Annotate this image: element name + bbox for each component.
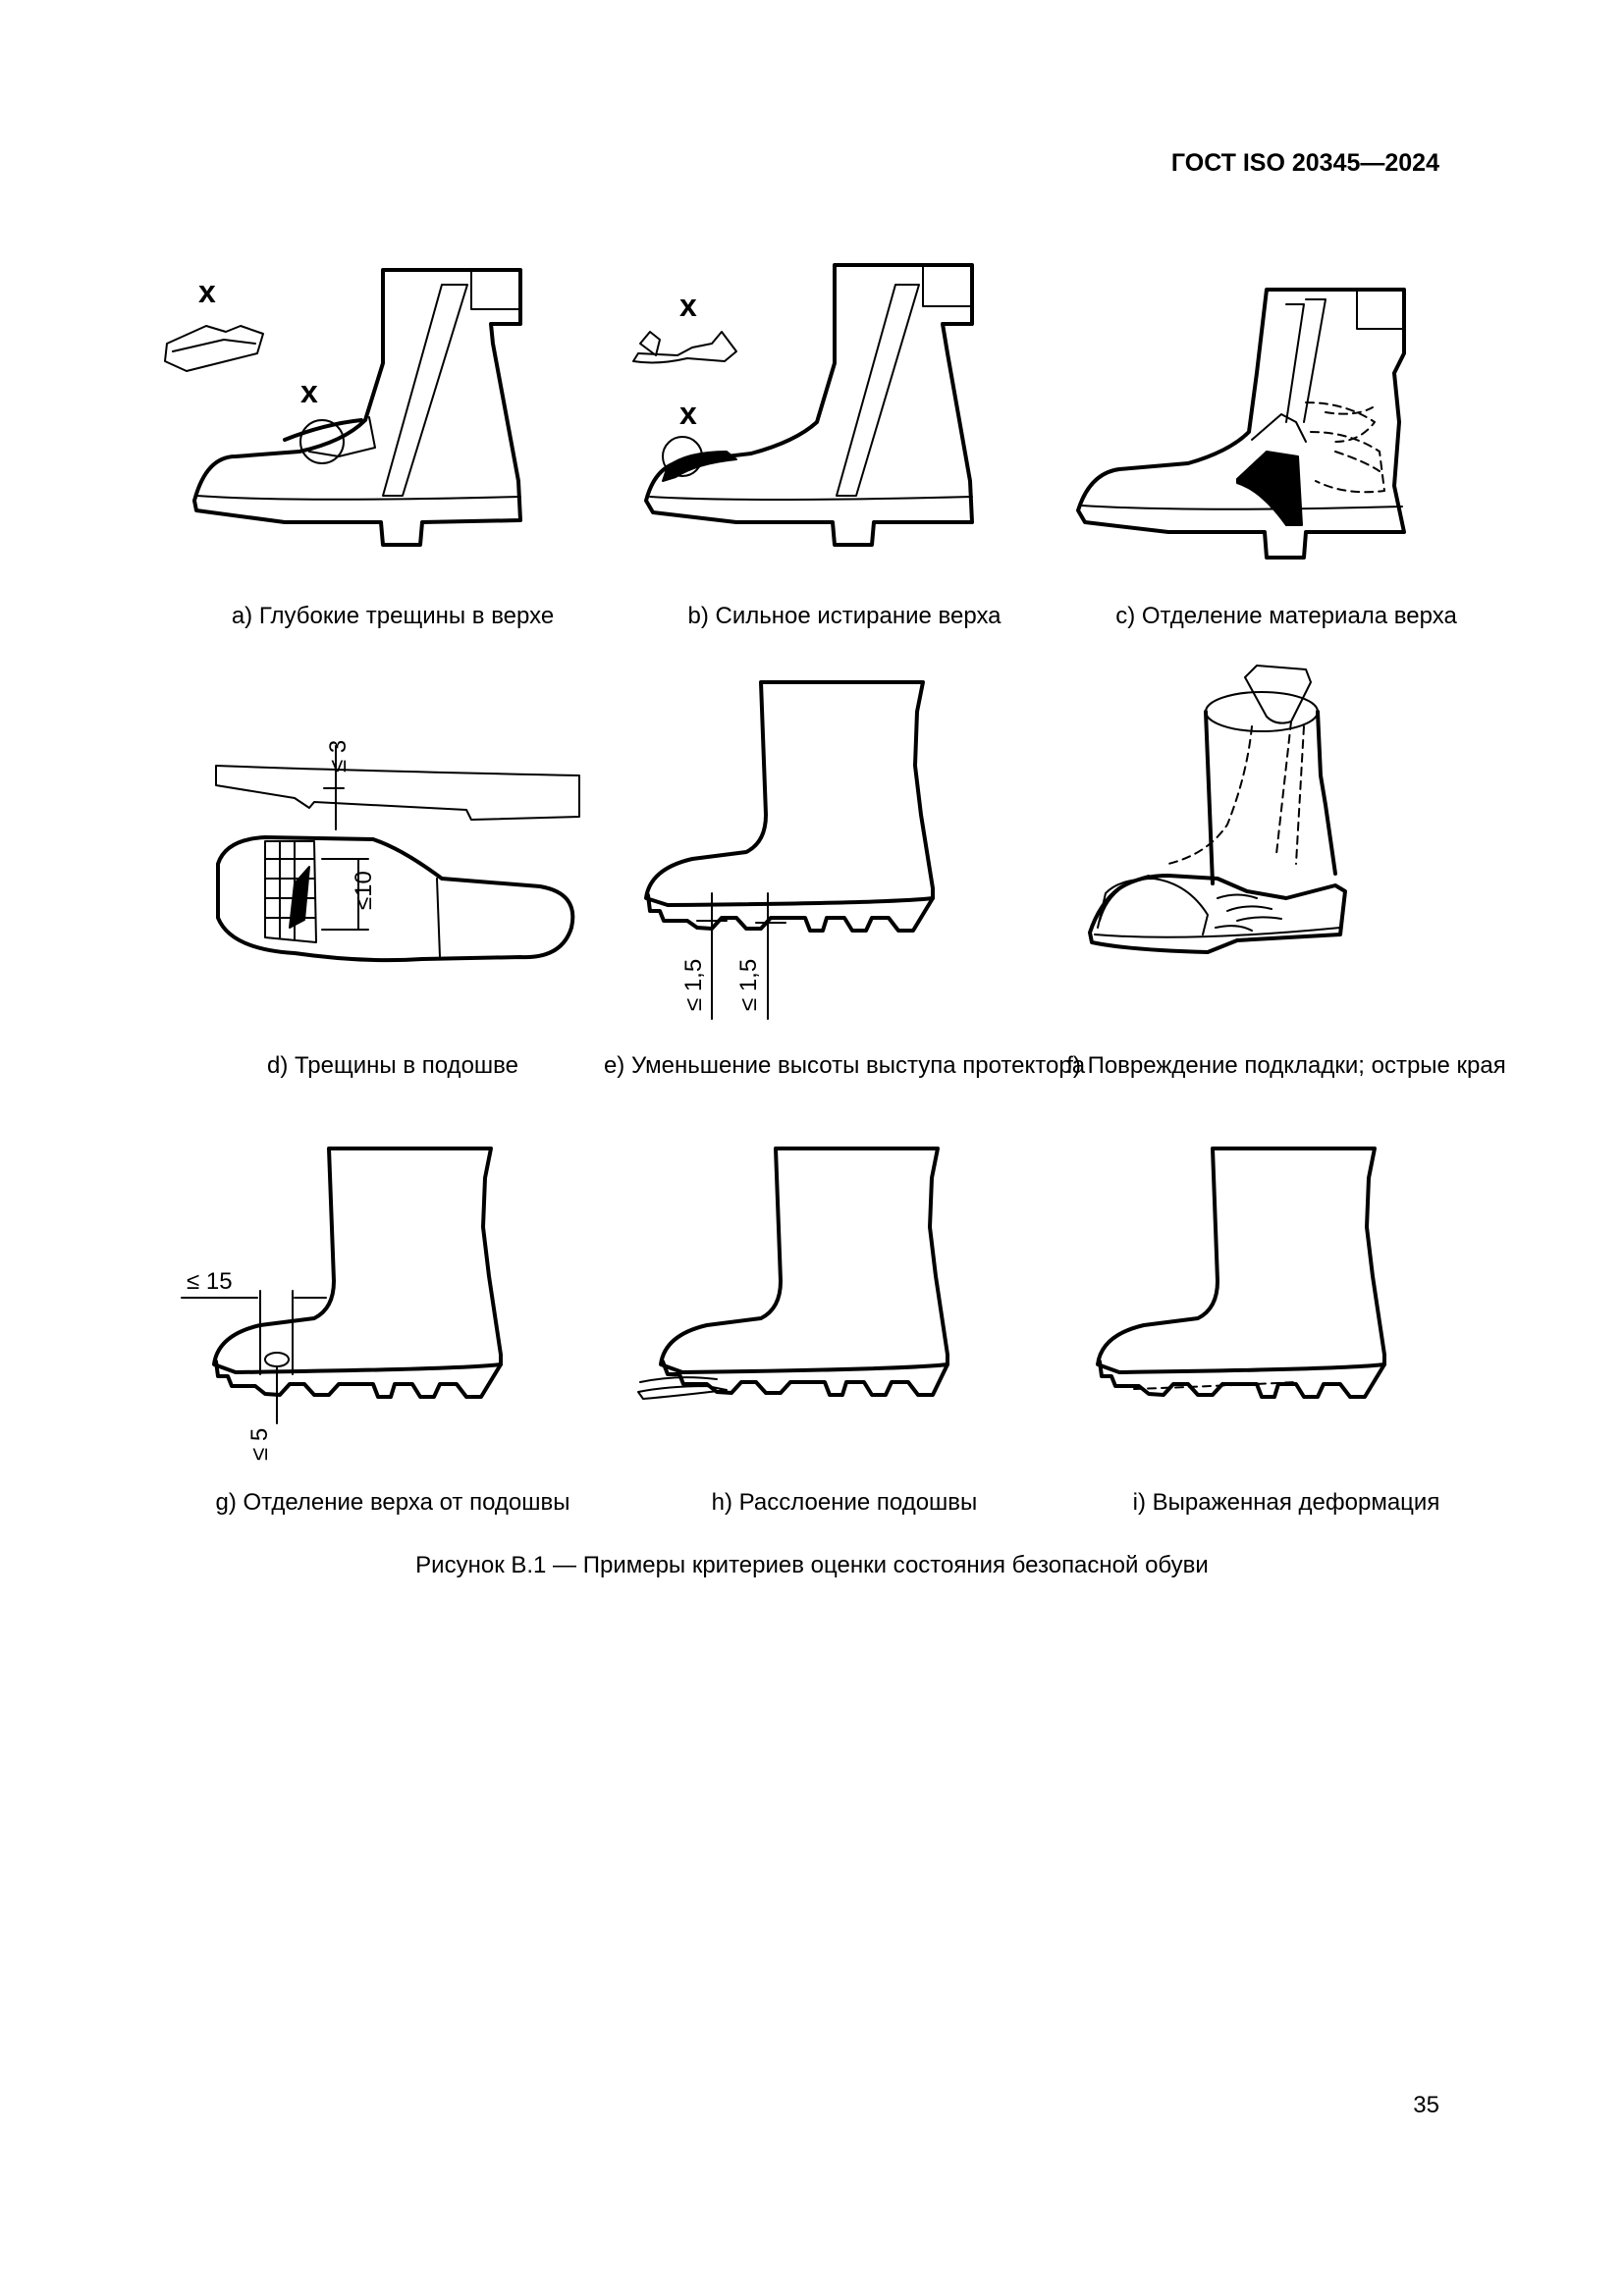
boot-illustration-a: x x — [164, 268, 522, 547]
figure-panel-b: x x b) Сильное истирание верха — [599, 245, 1090, 667]
figure-panel-h: h) Расслоение подошвы — [599, 1129, 1090, 1551]
figure-panel-c: c) Отделение материала верха — [1041, 245, 1532, 667]
caption-b: b) Сильное истирание верха — [687, 603, 1001, 629]
boot-illustration-f — [1088, 665, 1347, 954]
label-separation-width: ≤ 15 — [187, 1268, 233, 1295]
figure-panel-e: ≤ 1,5 ≤ 1,5 e) Уменьшение высоты выступа… — [599, 677, 1090, 1099]
caption-f: f) Повреждение подкладки; острые края — [1066, 1052, 1506, 1079]
figure-panel-a: x x a) Глубокие трещины в верхе — [147, 245, 638, 667]
label-separation-depth: ≤ 5 — [246, 1428, 273, 1461]
caption-h: h) Расслоение подошвы — [711, 1489, 978, 1516]
label-tread-height-1: ≤ 1,5 — [680, 959, 707, 1011]
sole-illustration-d: ≤ 3 ≤10 — [215, 740, 580, 963]
label-crack-length: ≤10 — [351, 871, 377, 910]
document-code: ГОСТ ISO 20345—2024 — [1170, 149, 1439, 177]
figure-panel-g: ≤ 15 ≤ 5 g) Отделение верха от подошвы — [147, 1129, 638, 1551]
label-x-2: x — [679, 396, 697, 431]
figure-caption: Рисунок B.1 — Примеры критериев оценки с… — [415, 1552, 1209, 1578]
boot-illustration-c — [1076, 288, 1406, 560]
boot-illustration-h — [637, 1147, 949, 1400]
boot-illustration-b: x x — [632, 263, 974, 547]
boot-illustration-i — [1096, 1147, 1386, 1399]
figure-panel-f: f) Повреждение подкладки; острые края — [1041, 658, 1532, 1080]
label-x-2: x — [300, 374, 318, 409]
figure-panel-i: i) Выраженная деформация — [1041, 1129, 1532, 1551]
caption-e: e) Уменьшение высоты выступа протектора — [603, 1052, 1086, 1079]
boot-illustration-g: ≤ 15 ≤ 5 — [181, 1147, 503, 1461]
label-crack-depth: ≤ 3 — [325, 740, 352, 773]
label-x-1: x — [679, 288, 697, 323]
caption-i: i) Выраженная деформация — [1132, 1489, 1440, 1516]
caption-d: d) Трещины в подошве — [266, 1052, 518, 1079]
label-tread-height-2: ≤ 1,5 — [735, 959, 762, 1011]
label-x-1: x — [198, 274, 216, 309]
caption-a: a) Глубокие трещины в верхе — [231, 603, 555, 629]
boot-illustration-e: ≤ 1,5 ≤ 1,5 — [644, 680, 935, 1020]
page-number: 35 — [1413, 2092, 1439, 2118]
caption-g: g) Отделение верха от подошвы — [215, 1489, 570, 1516]
figure-panel-d: ≤ 3 ≤10 d) Трещины в подошве — [147, 692, 638, 1114]
caption-c: c) Отделение материала верха — [1115, 603, 1457, 629]
